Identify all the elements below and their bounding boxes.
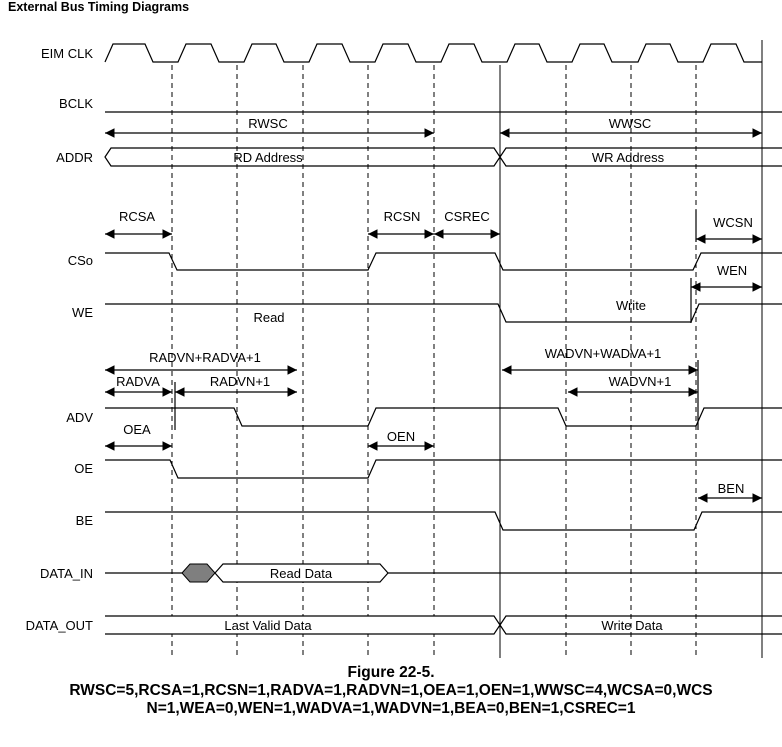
figure-number: Figure 22-5. <box>347 664 435 681</box>
rwsc-label: RWSC <box>248 116 287 131</box>
caption-line-2: N=1,WEA=0,WEN=1,WADVA=1,WADVN=1,BEA=0,BE… <box>146 700 636 717</box>
oen-label: OEN <box>387 429 415 444</box>
data-out-write-data-label: Write Data <box>601 618 663 633</box>
signal-label-data-out: DATA_OUT <box>26 618 93 633</box>
we-waveform <box>105 303 782 323</box>
signal-label-adv: ADV <box>66 410 93 425</box>
we-write-label: Write <box>616 298 646 313</box>
addr-bus-wr <box>499 147 782 167</box>
caption-line-1: RWSC=5,RCSA=1,RCSN=1,RADVA=1,RADVN=1,OEA… <box>69 682 713 699</box>
figure-caption: Figure 22-5. RWSC=5,RCSA=1,RCSN=1,RADVA=… <box>0 664 782 718</box>
radvn-radva-label: RADVN+RADVA+1 <box>149 350 261 365</box>
eim-clk-waveform <box>104 43 762 63</box>
signal-label-addr: ADDR <box>56 150 93 165</box>
data-in-read-data-label: Read Data <box>270 566 333 581</box>
radvn-label: RADVN+1 <box>210 374 270 389</box>
wen-label: WEN <box>717 263 747 278</box>
signal-label-oe: OE <box>74 461 93 476</box>
signal-label-eim-clk: EIM CLK <box>41 46 93 61</box>
oe-waveform <box>105 459 782 479</box>
ben-label: BEN <box>718 481 745 496</box>
oea-label: OEA <box>123 422 151 437</box>
timing-diagram: EIM CLK BCLK ADDR CSo WE ADV OE BE DATA_… <box>26 40 782 658</box>
be-waveform <box>105 511 782 531</box>
cycle-solid-lines <box>499 40 763 658</box>
signal-label-we: WE <box>72 305 93 320</box>
data-out-write-data-bus <box>499 615 782 635</box>
rcsa-label: RCSA <box>119 209 155 224</box>
addr-wr-label: WR Address <box>592 150 665 165</box>
wadvn-label: WADVN+1 <box>609 374 672 389</box>
signal-labels: EIM CLK BCLK ADDR CSo WE ADV OE BE DATA_… <box>26 46 94 633</box>
signal-label-be: BE <box>76 513 94 528</box>
wcsn-label: WCSN <box>713 215 753 230</box>
we-read-label: Read <box>253 310 284 325</box>
signal-label-bclk: BCLK <box>59 96 93 111</box>
signal-label-data-in: DATA_IN <box>40 566 93 581</box>
page-title: External Bus Timing Diagrams <box>8 0 190 14</box>
data-in-invalid-region <box>181 563 216 583</box>
radva-label: RADVA <box>116 374 160 389</box>
cso-waveform <box>105 252 782 271</box>
wwsc-label: WWSC <box>609 116 652 131</box>
adv-waveform <box>105 407 782 427</box>
data-out-last-valid-label: Last Valid Data <box>224 618 312 633</box>
data-in-read-data-bus <box>214 563 389 583</box>
addr-rd-label: RD Address <box>233 150 303 165</box>
csrec-label: CSREC <box>444 209 490 224</box>
signal-label-cso: CSo <box>68 253 93 268</box>
wadvn-wadva-label: WADVN+WADVA+1 <box>545 346 662 361</box>
rcsn-label: RCSN <box>384 209 421 224</box>
